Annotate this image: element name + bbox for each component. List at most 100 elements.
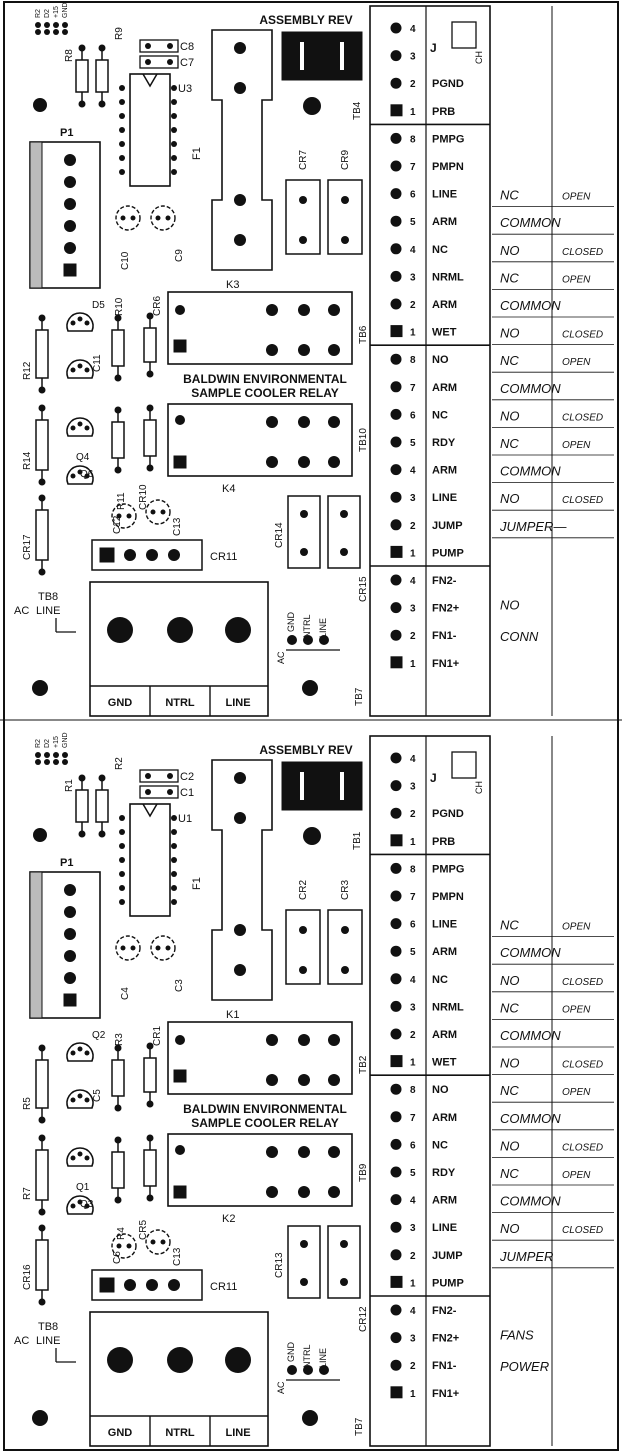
resistor-r-top-a-pad [78,44,86,52]
terminal-number: 6 [410,920,416,931]
terminal-pin [390,780,402,792]
transistor-q4-pin [84,425,90,431]
relay-pin [175,1035,185,1045]
header-box [451,21,477,49]
ic-pin [119,141,125,147]
terminal-label: LINE [432,189,457,201]
relay-pin [298,344,310,356]
terminal-number: 3 [410,1002,416,1013]
ic-pin [119,899,125,905]
connector-p1-ribs [29,141,43,289]
diode-cr10 [143,1149,157,1187]
diode-cr6-pad [146,312,154,320]
relay-pin [298,416,310,428]
handwritten-note-b: OPEN [562,1087,591,1098]
relay-pin [328,1186,340,1198]
terminal-pin [390,270,402,282]
header-label-ch: CH [474,781,484,794]
relay-pin [328,456,340,468]
silk-pin-dot [62,22,68,28]
resistor-r-top-a-pad [78,830,86,838]
label-cap-top-a: C8 [180,41,194,53]
handwritten-note-b: CLOSED [562,330,603,341]
transistor-d5-pin [77,1046,83,1052]
terminal-pin [390,464,402,476]
diode-box-c [287,495,321,569]
ic-pin [171,169,177,175]
terminal-label: FN1- [432,630,457,642]
cap-top-a [139,39,179,53]
relay-pin-square [173,1069,187,1083]
cap-c13-pin [150,509,156,515]
handwritten-extra-b: CONN [500,629,539,644]
label-c11: C5 [92,1089,103,1102]
diode-cr6 [143,327,157,363]
label-r-top-b: R9 [114,27,125,40]
silk-pin-dot [53,759,59,765]
label-relay-b: K2 [222,1213,235,1225]
label-cap-top-a: C2 [180,771,194,783]
handwritten-note-b: CLOSED [562,1225,603,1236]
terminal-label: PMPN [432,891,464,903]
terminal-label: LINE [432,919,457,931]
resistor-r10-pad [114,1044,122,1052]
ic-package [129,73,171,187]
resistor-r14 [35,1149,49,1201]
terminal-number: 6 [410,410,416,421]
terminal-label: ARM [432,1029,457,1041]
relay-pin [266,304,278,316]
terminal-pin [390,1166,402,1178]
terminal-label: WET [432,327,457,339]
fuse-pin [234,42,246,54]
relay-pin [175,1145,185,1155]
handwritten-note-a: NC [500,1083,519,1098]
terminal-number: 8 [410,355,416,366]
transistor-q6-pin [77,1199,83,1205]
label-tb-b: TB10 [358,428,369,452]
silk-pin-label: D2 [44,9,51,18]
diode-pad [341,926,349,934]
resistor-r11 [111,421,125,459]
small-header-gnd: GND [286,1342,296,1363]
terminal-label: NC [432,244,448,256]
handwritten-note-b: OPEN [562,1170,591,1181]
terminal-number: 4 [410,576,416,587]
diode-cr6-pad [146,1100,154,1108]
handwritten-note-a: COMMON [500,1111,561,1126]
handwritten-note-b: OPEN [562,192,591,203]
silk-pin-dot [44,29,50,35]
terminal-number: 1 [410,548,416,559]
terminal-label: NC [432,1139,448,1151]
handwritten-note-a: NC [500,270,519,285]
terminal-pin [390,1111,402,1123]
diode-cr6-pad [146,1042,154,1050]
terminal-label: PRB [432,106,455,118]
resistor-r12-pad [38,1116,46,1124]
transistor-d5-pin [70,1050,76,1056]
label-ac-line: LINE [36,605,60,617]
terminal-number: 7 [410,892,416,903]
cap-c12-pin [126,1243,132,1249]
relay-pin [328,416,340,428]
terminal-pin [390,188,402,200]
header-cr11-square [99,547,115,563]
label-cr15: CR15 [358,576,369,602]
terminal-number: 4 [410,1196,416,1207]
diode-box-d [327,1225,361,1299]
header-label-j: J [430,41,437,55]
transistor-c11-area-pin [70,1097,76,1103]
relay-pin [328,304,340,316]
terminal-number: 1 [410,1278,416,1289]
terminal-label: NC [432,409,448,421]
label-r14: R14 [22,451,33,470]
terminal-pin-square [390,325,403,338]
resistor-r-top-a-pad [78,100,86,108]
terminal-label: LINE [432,1222,457,1234]
terminal-number: 3 [410,272,416,283]
terminal-number: 7 [410,162,416,173]
diode-cr10-pad [146,464,154,472]
small-header-gnd: GND [286,612,296,633]
handwritten-note-a: JUMPER [499,1249,553,1264]
label-c13: C13 [172,517,183,536]
